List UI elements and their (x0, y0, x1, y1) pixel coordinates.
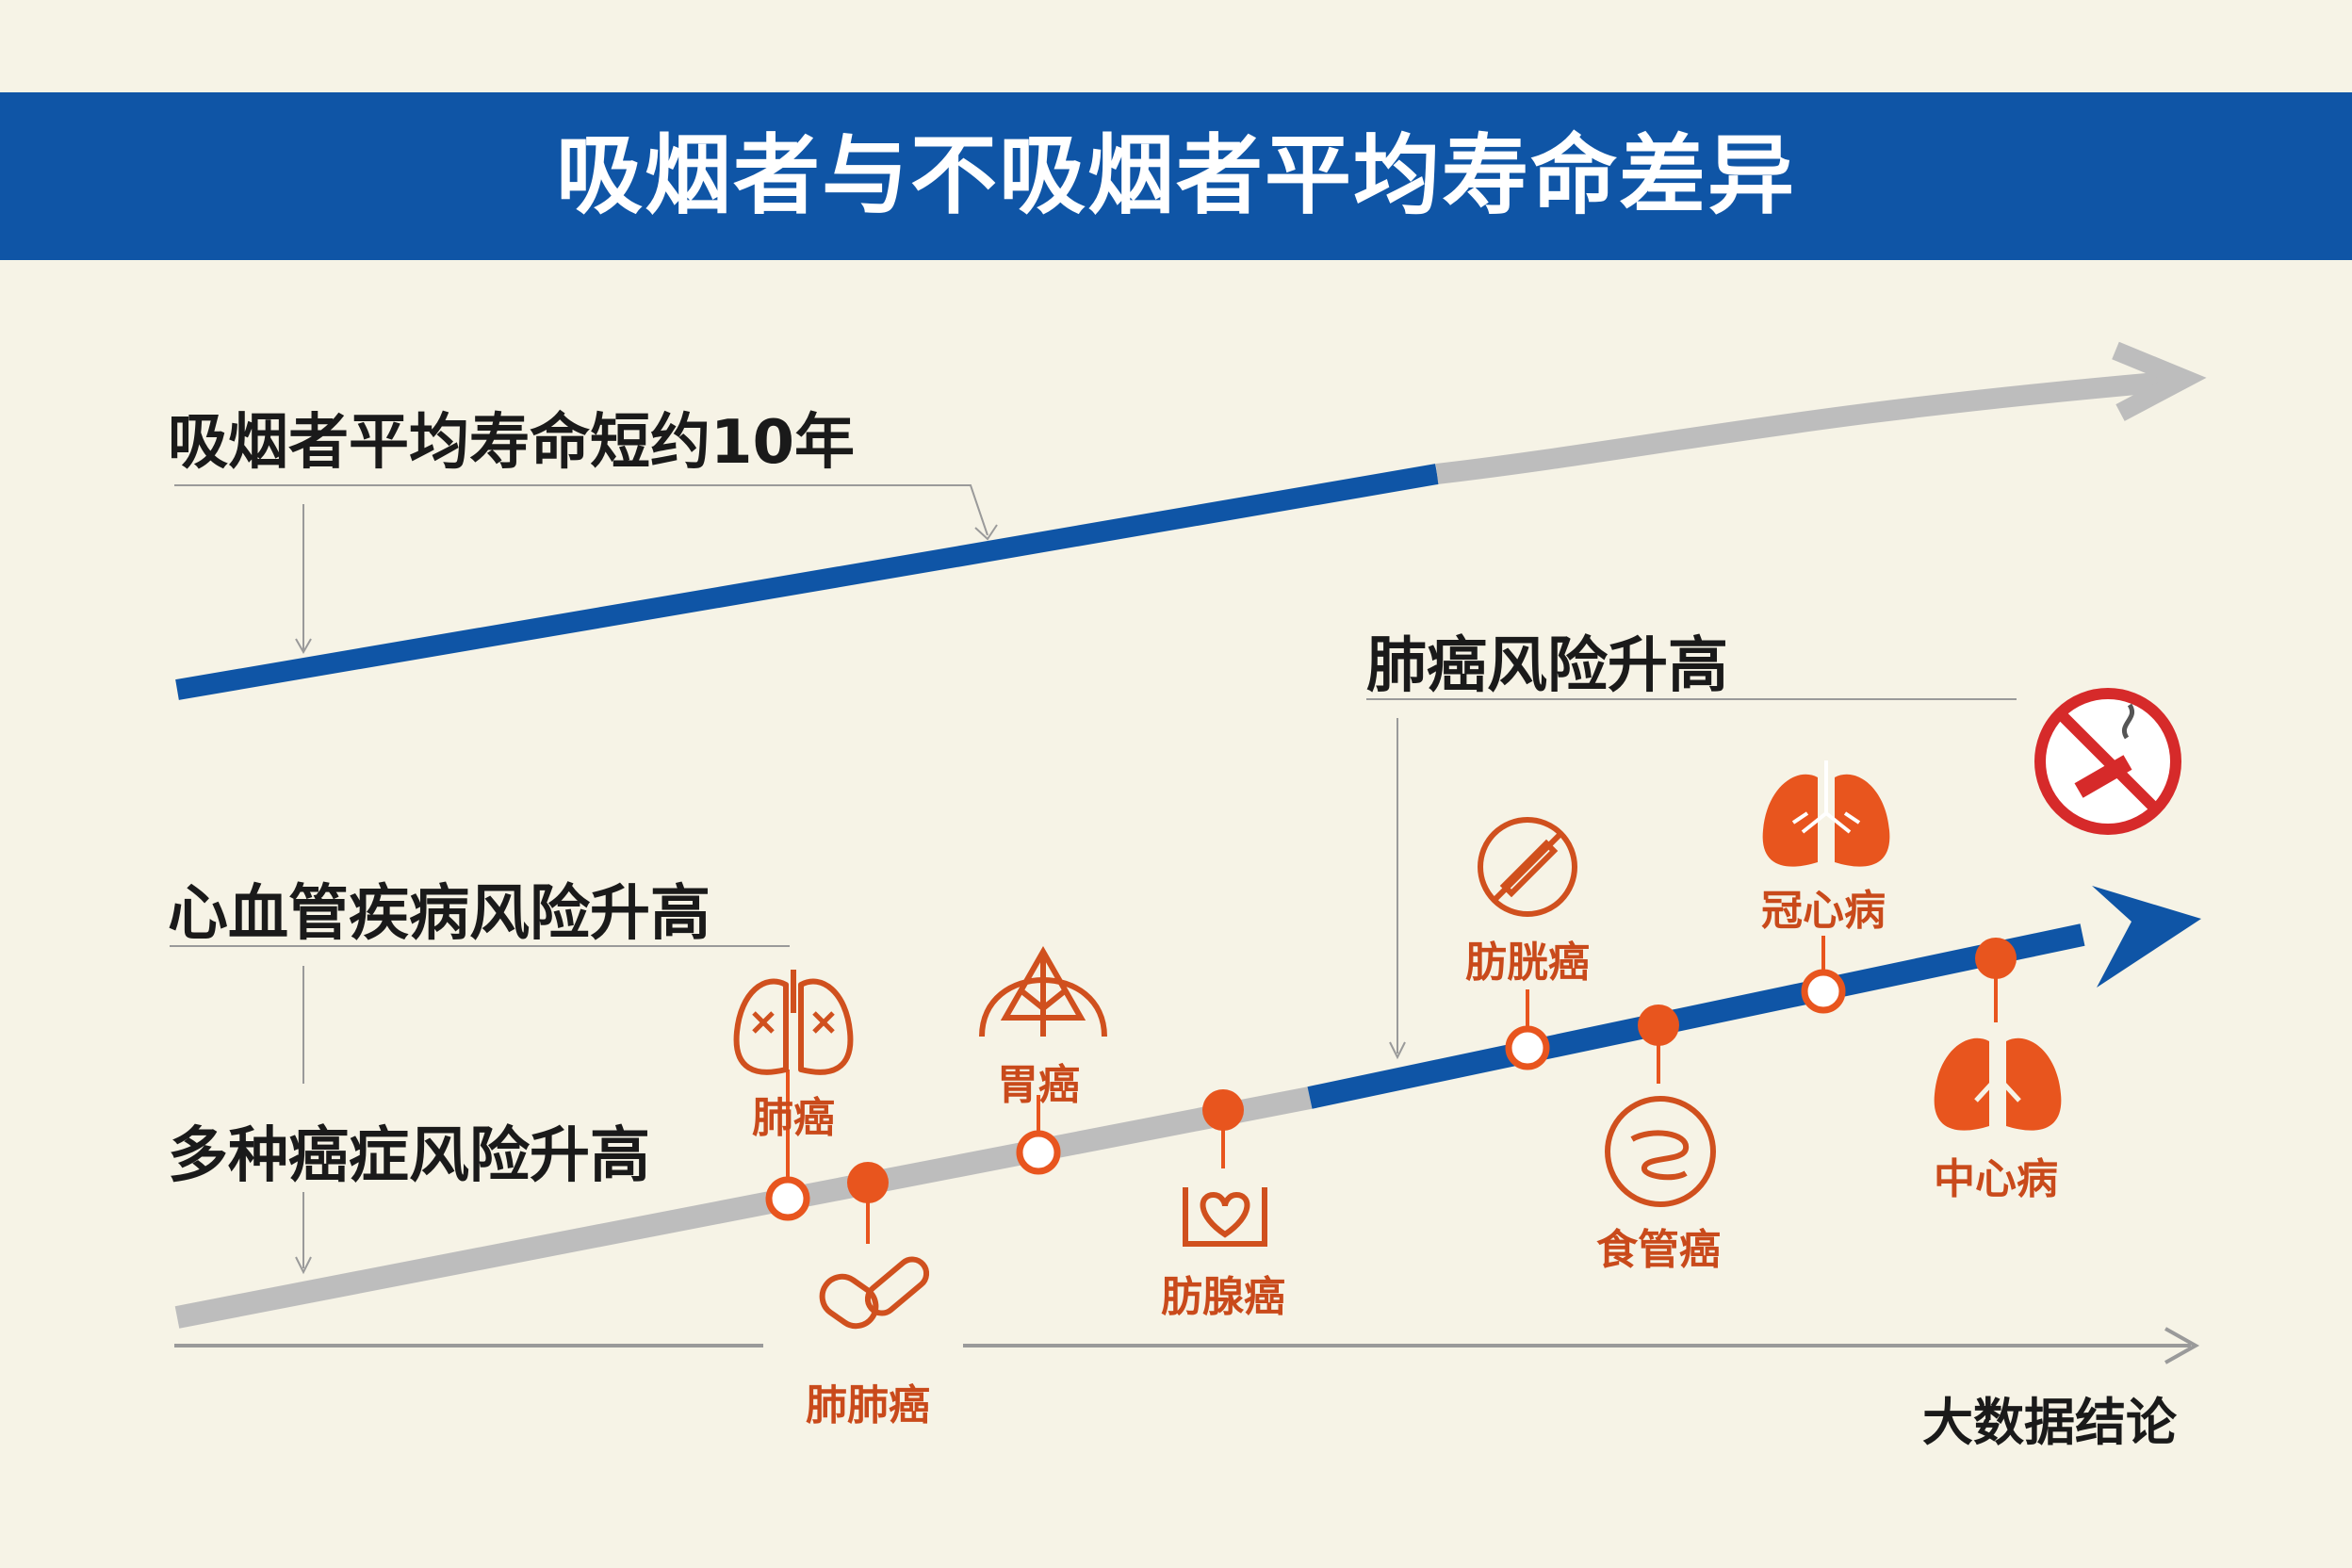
disease-label-lung-cancer: 肺癌 (752, 1094, 835, 1142)
top-trend-blue (175, 464, 1439, 700)
lungs-x-icon (733, 970, 854, 1075)
marker-stomach-cancer (1016, 1130, 1061, 1175)
lungs-icon (1762, 760, 1890, 867)
conclusion-label: 大数据结论 (1922, 1393, 2177, 1452)
lungs-icon (1934, 1024, 2062, 1131)
disease-label-pill-cancer: 肺肺癌 (806, 1381, 930, 1429)
page-title: 吸烟者与不吸烟者平均寿命差异 (555, 125, 1796, 226)
cardio-risk-label: 心血管疾病风险升高 (168, 879, 710, 949)
bottom-trend-gray (174, 1086, 1313, 1329)
marker-bladder-cancer (1505, 1025, 1550, 1070)
disease-label-bladder-cancer: 肪胱癌 (1465, 939, 1590, 987)
top-annotation-tick (974, 524, 998, 541)
bottom-trend-arrowhead (2092, 886, 2201, 988)
marker-lung-cancer (765, 1176, 810, 1221)
disease-label-coronary: 冠心病 (1761, 887, 1886, 935)
disease-label-esophagus-cancer: 食管癌 (1596, 1226, 1721, 1274)
lung-risk-label: 肺癌风险升高 (1366, 631, 1728, 701)
bottom-trend-blue (1307, 923, 2085, 1109)
heart-hands-icon (1183, 1187, 1267, 1247)
cancer-risk-label: 多种癌症风险升高 (168, 1121, 650, 1191)
disease-label-gland-cancer: 肪腺癌 (1161, 1273, 1285, 1321)
disease-label-stomach-cancer: 胃癌 (997, 1061, 1080, 1109)
marker-central (1975, 938, 2017, 979)
top-annotation-drop-tick (295, 638, 312, 655)
marker-gland-cancer (1202, 1089, 1244, 1131)
base-axis-arrowhead (2164, 1327, 2200, 1364)
lung-annotation-drop-tick (1389, 1041, 1406, 1060)
marker-coronary (1801, 969, 1846, 1014)
no-cigarette-icon (1478, 817, 1577, 917)
cancer-annotation-drop-tick (295, 1256, 312, 1275)
life-short-label: 吸烟者平均寿命短约10年 (168, 408, 856, 478)
top-trend-arrowhead (2112, 341, 2207, 421)
top-trend-gray (1435, 371, 2168, 484)
top-annotation-line (174, 484, 988, 536)
stomach-icon (979, 945, 1107, 1037)
marker-pill-cancer (847, 1162, 889, 1203)
pill-icon (819, 1256, 930, 1330)
disease-label-central: 中心病 (1934, 1155, 2058, 1203)
no-smoking-sign-icon (2034, 688, 2181, 835)
title-banner: 吸烟者与不吸烟者平均寿命差异 (0, 92, 2352, 260)
intestine-icon (1605, 1096, 1716, 1207)
marker-esophagus-cancer (1638, 1004, 1679, 1046)
